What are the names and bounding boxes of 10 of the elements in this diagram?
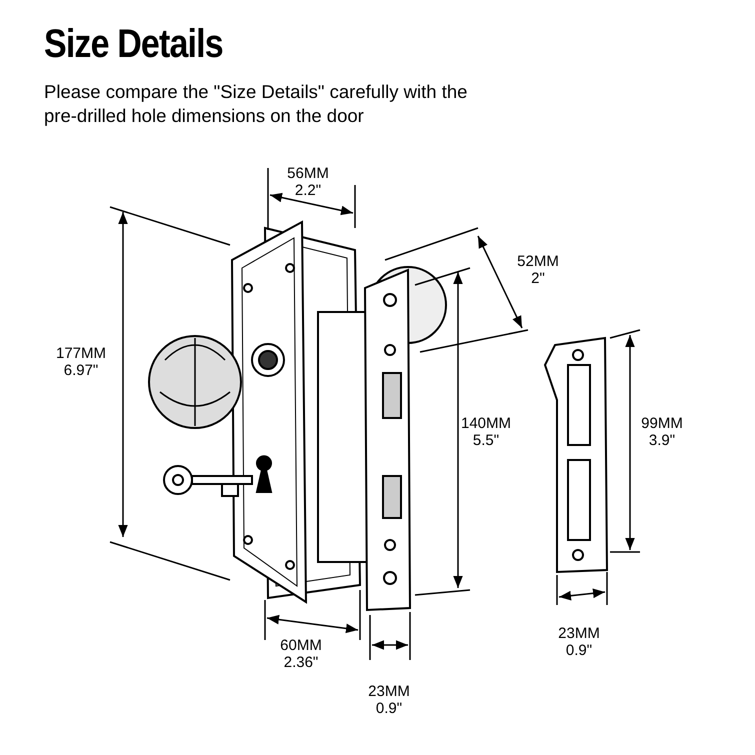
dimension-label: 177MM 6.97" <box>55 345 107 379</box>
dimension-label: 52MM 2" <box>516 253 560 287</box>
dimension-label: 56MM 2.2" <box>286 165 330 199</box>
dimension-label: 140MM 5.5" <box>460 415 512 449</box>
dimension-label: 99MM 3.9" <box>640 415 684 449</box>
subtitle: Please compare the "Size Details" carefully with the pre-drilled hole dimensions on the door <box>44 80 468 128</box>
dimension-label: 60MM 2.36" <box>279 637 323 671</box>
dimension-label: 23MM 0.9" <box>557 625 601 659</box>
dimension-label: 23MM 0.9" <box>367 683 411 717</box>
title: Size Details <box>44 22 223 67</box>
